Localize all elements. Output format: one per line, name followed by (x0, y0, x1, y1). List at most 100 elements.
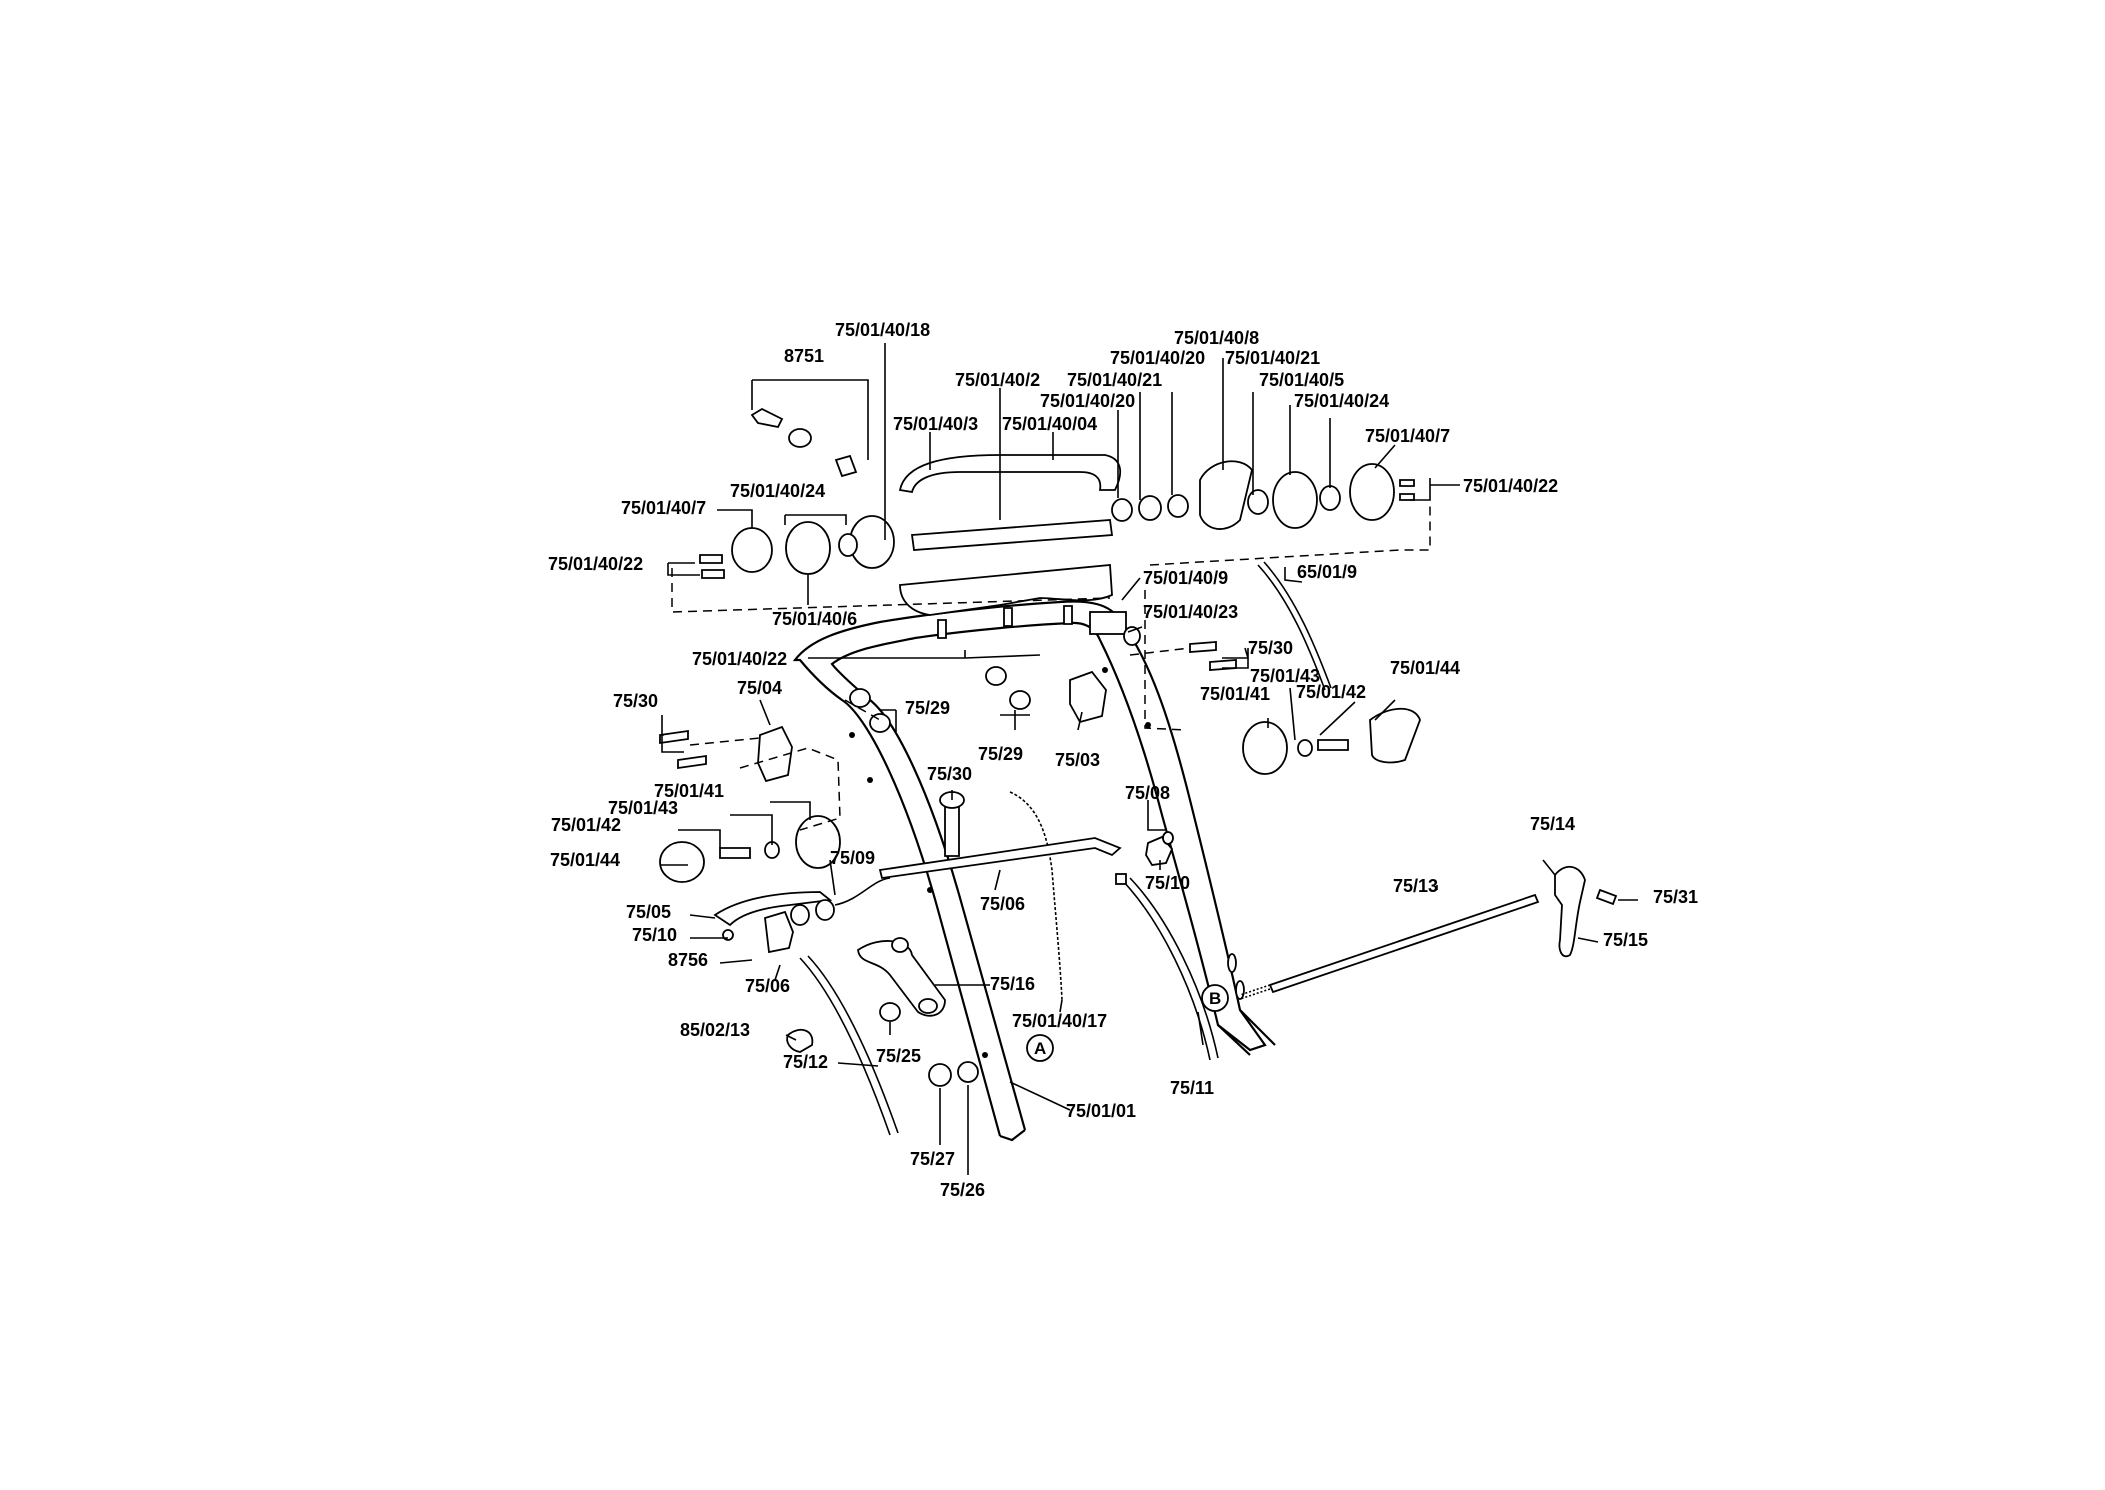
bushing (790, 904, 810, 926)
label-75-01-40-20-top: 75/01/40/20 (1110, 348, 1205, 368)
washer-left (838, 533, 858, 557)
screw (1003, 607, 1013, 627)
screw (659, 729, 689, 745)
end-cap-left (731, 527, 773, 573)
bracket-75-03 (1069, 670, 1107, 724)
label-75-01-40-22-center: 75/01/40/22 (692, 649, 787, 669)
label-75-11: 75/11 (1170, 1078, 1214, 1098)
label-75-01-40-17: 75/01/40/17 (1012, 1011, 1107, 1031)
label-75-01-40-2: 75/01/40/2 (955, 370, 1040, 390)
label-75-14: 75/14 (1530, 814, 1575, 834)
alignment-dash (689, 737, 761, 746)
roller-base (899, 564, 1113, 616)
label-75-01-40-22-left: 75/01/40/22 (548, 554, 643, 574)
roller-shaft (910, 519, 1114, 551)
lever-75-14 (1554, 866, 1586, 958)
lever-75-05 (713, 891, 833, 927)
tube-hole (1102, 667, 1108, 673)
label-75-30-center: 75/30 (927, 764, 972, 784)
label-75-26: 75/26 (940, 1180, 985, 1200)
cap-75-01-44-left (659, 841, 705, 883)
label-8751: 8751 (784, 346, 824, 366)
label-75-30-right: 75/30 (1248, 638, 1293, 658)
label-75-01-40-24-right: 75/01/40/24 (1294, 391, 1389, 411)
tube-hole (1145, 722, 1151, 728)
cable-75-11 (1121, 879, 1211, 1061)
washer-75-26 (957, 1061, 979, 1083)
callout-circle-a (1026, 1034, 1054, 1062)
screw (1063, 605, 1073, 625)
cap-75-01-44-right (1369, 707, 1421, 764)
nut (788, 428, 812, 448)
label-75-01-40-3: 75/01/40/3 (893, 414, 978, 434)
handle-frame-inner (830, 621, 1251, 1131)
key-icon (750, 407, 784, 429)
screw-left (699, 554, 723, 564)
label-75-09: 75/09 (830, 848, 875, 868)
roller-cover-top (898, 454, 1122, 494)
label-75-10-right: 75/10 (1145, 873, 1190, 893)
washer (1123, 626, 1141, 646)
nut (869, 713, 891, 733)
label-75-01-40-8: 75/01/40/8 (1174, 328, 1259, 348)
knob-75-01-41-left (795, 815, 841, 869)
bearing-right (1272, 471, 1318, 529)
label-75-01-40-24-left: 75/01/40/24 (730, 481, 825, 501)
label-75-01-41-right: 75/01/41 (1200, 684, 1270, 704)
coiled-cable (1009, 791, 1063, 1001)
label-75-05: 75/05 (626, 902, 671, 922)
rod-75-13 (1268, 893, 1540, 994)
pin-75-31 (1595, 888, 1618, 906)
tube-slot (1235, 980, 1245, 1000)
washer (1297, 739, 1313, 757)
rod-75-06 (878, 837, 1122, 880)
handle-drawing (659, 343, 1638, 1175)
callout-letter-b: B (1209, 989, 1221, 1008)
label-75-29-center: 75/29 (978, 744, 1023, 764)
washer (1138, 495, 1162, 521)
leader-lines (660, 343, 1638, 1175)
screw-right (1399, 479, 1415, 487)
label-75-01-42-right: 75/01/42 (1296, 682, 1366, 702)
screw (677, 754, 707, 770)
nut (1009, 690, 1031, 710)
label-75-01-40-7-left: 75/01/40/7 (621, 498, 706, 518)
label-75-01-40-04: 75/01/40/04 (1002, 414, 1097, 434)
label-75-01-43-left: 75/01/43 (608, 798, 678, 818)
cable (1257, 564, 1326, 691)
link-rod (834, 877, 891, 906)
screw-right (1399, 493, 1415, 501)
label-75-15: 75/15 (1603, 930, 1648, 950)
label-75-04: 75/04 (737, 678, 782, 698)
cable-75-12 (799, 957, 891, 1136)
callout-circle-b (1201, 984, 1229, 1012)
nut (891, 937, 909, 953)
alignment-dash (1144, 590, 1186, 731)
label-75-25: 75/25 (876, 1046, 921, 1066)
washer (1247, 489, 1269, 515)
nut-75-25 (879, 1002, 901, 1022)
screw (1189, 641, 1217, 653)
label-75-01-40-23: 75/01/40/23 (1143, 602, 1238, 622)
label-75-12: 75/12 (783, 1052, 828, 1072)
label-75-27: 75/27 (910, 1149, 955, 1169)
label-75-13: 75/13 (1393, 876, 1438, 896)
cable-end (1115, 873, 1127, 885)
washer (1319, 485, 1341, 511)
label-75-01-40-5: 75/01/40/5 (1259, 370, 1344, 390)
alignment-dash (1149, 500, 1431, 566)
label-75-01-40-7-right: 75/01/40/7 (1365, 426, 1450, 446)
handle-frame-outer (792, 600, 1276, 1137)
label-75-01-41-left: 75/01/41 (654, 781, 724, 801)
cable-75-12 (807, 955, 899, 1134)
part-labels: 75/01/40/18 8751 75/01/40/2 75/01/40/3 7… (548, 320, 1698, 1200)
end-cap-right (1349, 463, 1395, 521)
knob-75-01-41-right (1242, 721, 1288, 775)
cable-75-11 (1129, 877, 1219, 1059)
label-8756: 8756 (668, 950, 708, 970)
label-75-03: 75/03 (1055, 750, 1100, 770)
callout-letter-a: A (1034, 1039, 1046, 1058)
label-75-01-40-9: 75/01/40/9 (1143, 568, 1228, 588)
lever-housing (764, 910, 794, 954)
label-75-01-42-left: 75/01/42 (551, 815, 621, 835)
